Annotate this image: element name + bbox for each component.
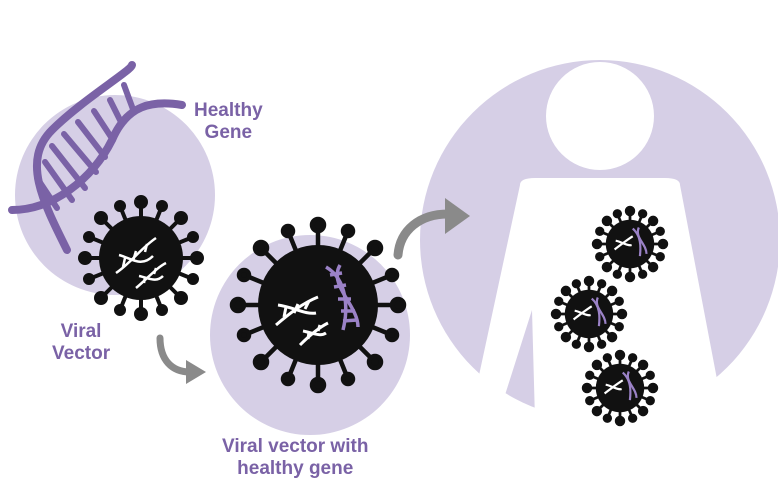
viral-vector-label-line2: Vector xyxy=(52,343,111,364)
curved-arrow-icon xyxy=(156,334,206,384)
virus-icon xyxy=(581,349,659,427)
curved-arrow-icon xyxy=(393,198,470,260)
viral-vector-label-line1: Viral xyxy=(60,321,102,342)
viral-vector-with-gene-label: Viral vector with healthy gene xyxy=(222,436,368,480)
virus-icon xyxy=(591,205,669,283)
healthy-gene-label-line1: Healthy xyxy=(194,100,263,121)
healthy-gene-label: Healthy Gene xyxy=(194,100,263,144)
viral-vector-label: Viral Vector xyxy=(52,321,110,365)
healthy-gene-label-line2: Gene xyxy=(204,122,253,143)
virus-icon xyxy=(550,275,628,353)
viral-vector-with-gene-label-line1: Viral vector with xyxy=(222,436,369,457)
viral-vector-with-gene-label-line2: healthy gene xyxy=(237,458,354,479)
dna-double-helix-icon xyxy=(8,61,186,254)
virus-icon xyxy=(229,216,407,394)
virus-icon xyxy=(78,195,204,321)
